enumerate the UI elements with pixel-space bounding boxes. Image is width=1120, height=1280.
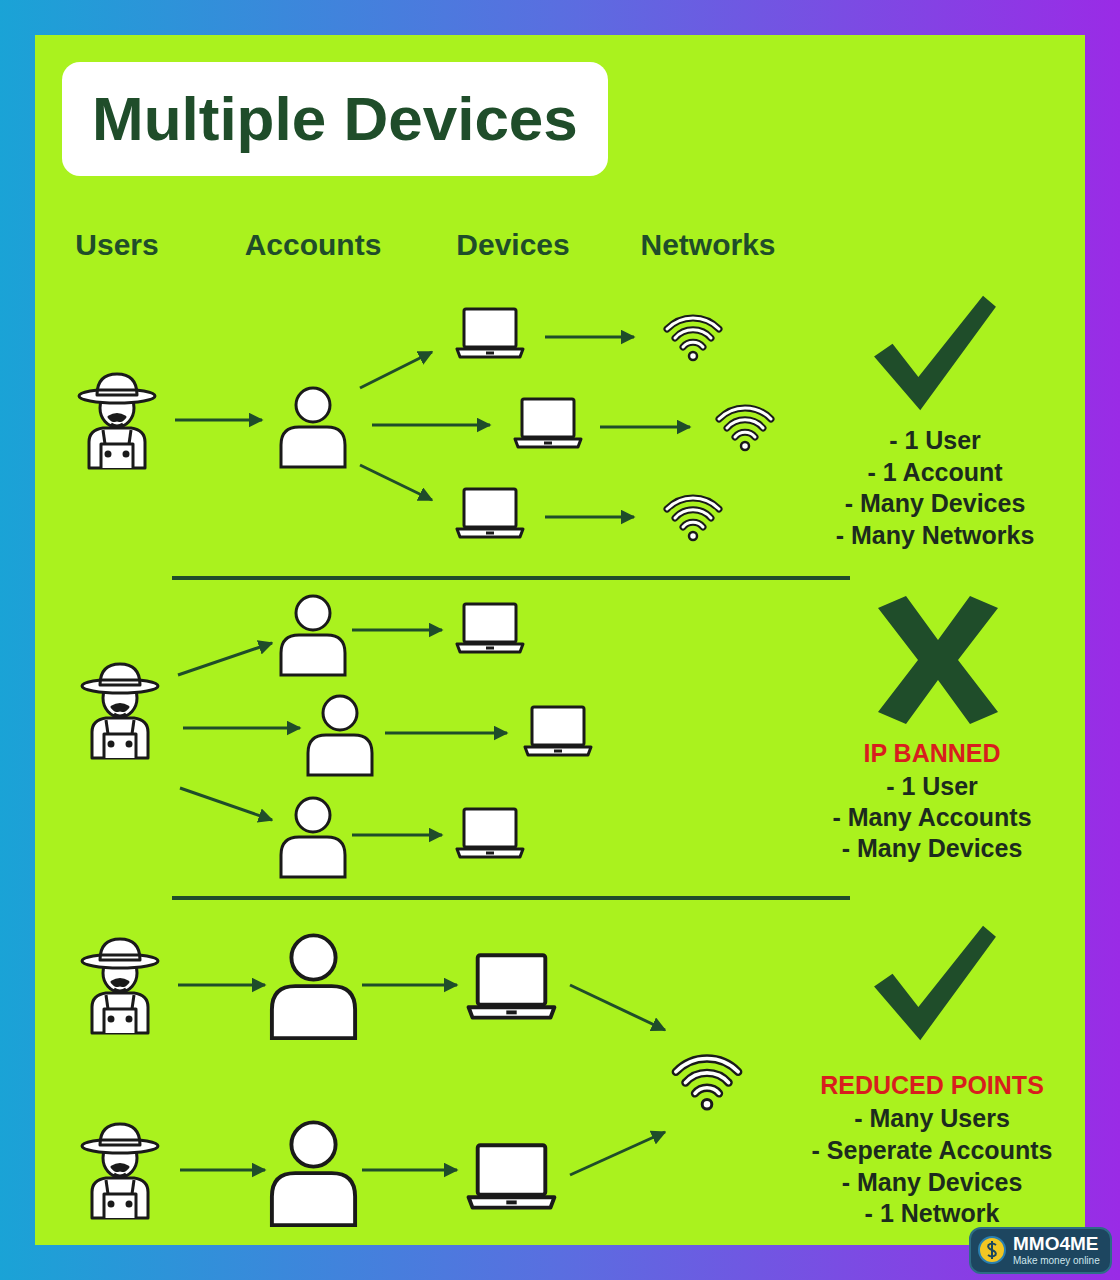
watermark-brand: MMO4ME	[1013, 1234, 1100, 1255]
rule-item: - 1 Account	[867, 458, 1002, 487]
watermark-badge: MMO4MEMake money online	[969, 1227, 1112, 1274]
rule-item: - 1 User	[886, 772, 978, 801]
rule-item: - Many Accounts	[832, 803, 1031, 832]
title-box: Multiple Devices	[62, 62, 608, 176]
rule-item: - Many Devices	[842, 834, 1023, 863]
verdict-label: REDUCED POINTS	[820, 1071, 1044, 1100]
watermark-slogan: Make money online	[1013, 1255, 1100, 1267]
title-text: Multiple Devices	[92, 82, 578, 156]
rule-item: - Many Networks	[836, 521, 1035, 550]
rule-item: - 1 Network	[865, 1199, 1000, 1228]
rule-item: - Many Devices	[845, 489, 1026, 518]
coin-icon	[977, 1235, 1007, 1265]
column-header: Devices	[456, 228, 569, 263]
column-header: Networks	[640, 228, 775, 263]
rule-item: - 1 User	[889, 426, 981, 455]
rule-item: - Many Users	[854, 1104, 1010, 1133]
column-header: Accounts	[245, 228, 382, 263]
rule-item: - Seperate Accounts	[812, 1136, 1053, 1165]
verdict-label: IP BANNED	[863, 739, 1000, 768]
rule-item: - Many Devices	[842, 1168, 1023, 1197]
column-header: Users	[75, 228, 158, 263]
